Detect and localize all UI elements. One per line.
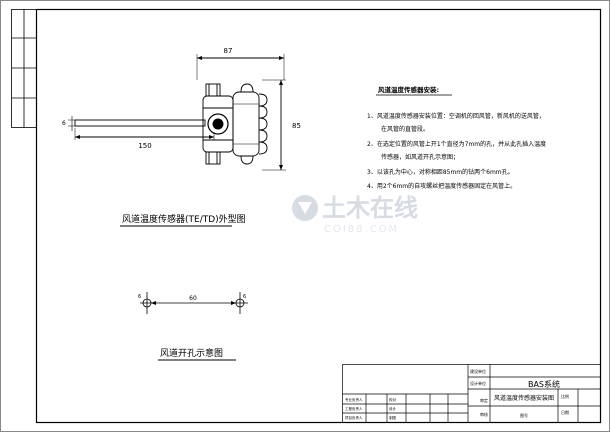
drawing-no-label: 图号 [520,412,528,418]
dim-hole-right-label: 6 [243,294,246,300]
watermark: 土木在线 COI88.COM [292,194,418,235]
scale-label: 比例 [561,393,569,399]
row-label: 校对 [389,397,397,402]
dim-width-label: 87 [224,47,233,55]
sign-label: 项目负责人 [345,415,363,420]
system-name: BAS系统 [528,379,560,389]
watermark-brand: 土木在线 [322,194,418,222]
title-block-text: 建设单位 设计单位 BAS系统 风道温度传感器安装图 图号 审定 审核 比例 日… [345,368,569,420]
note-line: 在风管的直管段。 [381,125,429,133]
hole-caption: 风道开孔示意图 [160,347,223,359]
watermark-logo-mark [298,202,312,214]
notes-title: 风道温度传感器安装: [378,85,439,94]
installation-notes: 风道温度传感器安装: 1、风道温度传感器安装位置：空调机的回风管，新风机的送风管… [367,85,546,190]
sensor-caption: 风道温度传感器(TE/TD)外型图 [122,213,246,225]
sign-label: 专业负责人 [345,397,363,402]
dim-length-label: 150 [138,142,151,150]
sensor-outline-drawing [68,54,286,171]
title-block [342,364,601,423]
cable-gland [207,113,229,135]
row-label: 设计 [389,406,397,411]
note-line: 传感器，如风道开孔示意图； [381,153,459,161]
gland-hole-icon [212,118,224,130]
sign-label: 工程负责人 [345,406,363,411]
binding-margin [11,9,37,128]
note-line: 3、以该孔为中心，对称相距85mm的钻两个6mm孔。 [367,168,514,176]
dim-hole-spacing-label: 60 [189,295,197,302]
row-label: 制图 [389,415,397,420]
dim-hole-left-label: 6 [138,294,141,300]
inner-border [35,8,602,424]
dim-height-label: 85 [292,122,301,130]
watermark-site: COI88.COM [324,224,399,235]
sensor-probe [74,119,206,127]
note-line: 1、风道温度传感器安装位置：空调机的回风管，新风机的送风管， [367,112,545,120]
approver-label: 审定 [480,397,488,403]
note-line: 4、用2个6mm的自攻螺丝把温度传感器固定在风管上。 [367,182,516,190]
note-line: 2、在选定位置的风管上开1个直径为7mm的孔，并从此孔插入温度 [367,140,546,148]
date-label: 日期 [561,409,569,415]
checker-label: 审核 [480,411,488,417]
duct-hole-drawing [140,292,248,314]
sensor-housing [232,91,260,157]
project-label: 建设单位 [470,368,486,374]
dim-probe-dia-label: 6 [62,120,66,127]
drawing-name: 风道温度传感器安装图 [494,394,554,402]
design-label: 设计单位 [470,380,486,386]
